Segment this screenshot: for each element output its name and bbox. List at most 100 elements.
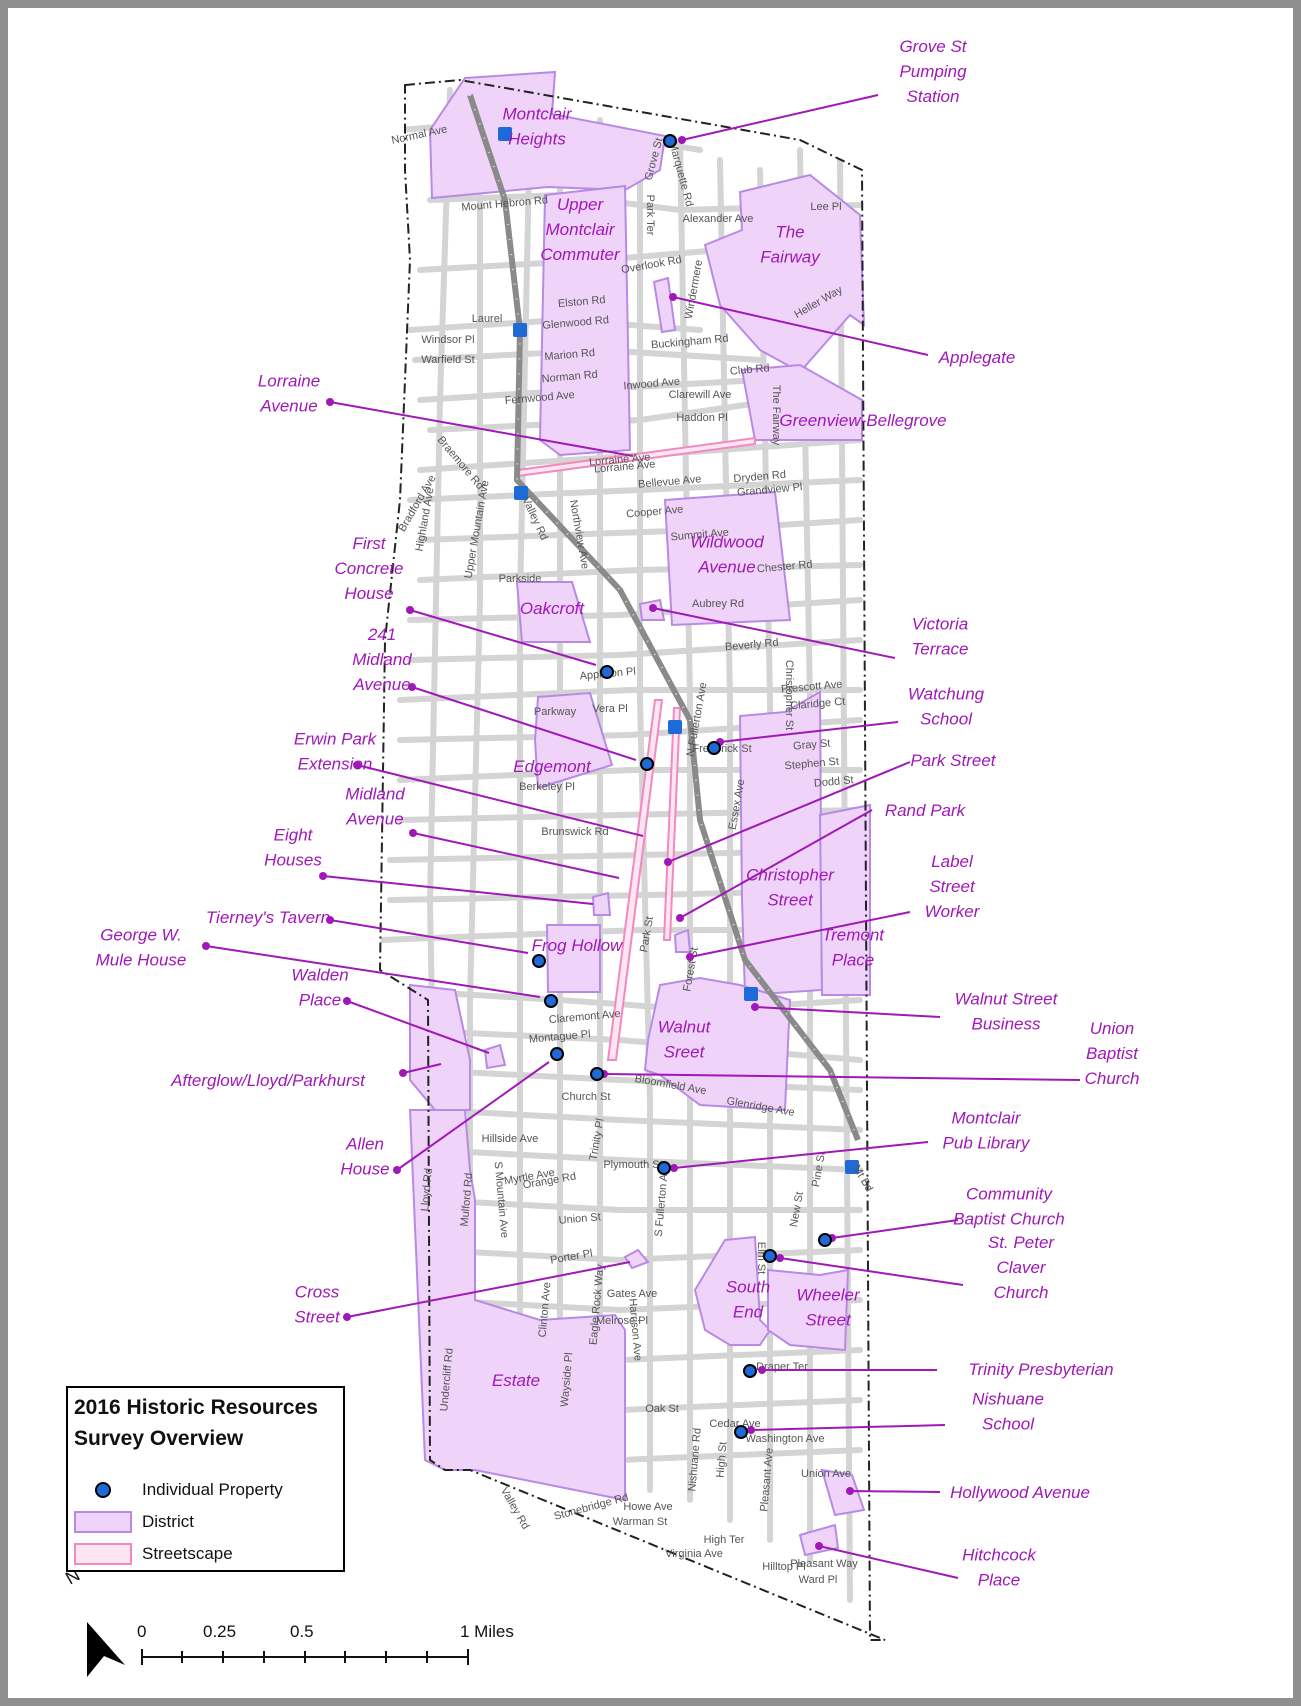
district-tremont-place[interactable]	[818, 803, 871, 996]
district-rand-park[interactable]	[673, 928, 692, 953]
district-frog-hollow[interactable]	[545, 924, 601, 993]
street-label: Alexander Ave	[683, 213, 754, 225]
leader-line-afterglow	[402, 1063, 442, 1074]
callout-label-mule[interactable]: George W.Mule House	[96, 926, 187, 970]
callout-label-frog-hollow[interactable]: Frog Hollow	[532, 936, 624, 955]
individual-property-st-peter[interactable]	[763, 1249, 777, 1263]
district-applegate[interactable]	[652, 276, 677, 334]
callout-line: Commuter	[540, 245, 621, 264]
callout-label-park-street[interactable]: Park Street	[910, 751, 996, 770]
individual-property-grove-st[interactable]	[663, 134, 677, 148]
callout-line: Grove St	[899, 37, 967, 56]
individual-property-first-concrete[interactable]	[600, 665, 614, 679]
street-label: Oak St	[645, 1403, 679, 1415]
callout-label-hollywood[interactable]: Hollywood Avenue	[950, 1483, 1090, 1502]
callout-label-estate[interactable]: Estate	[492, 1371, 540, 1390]
individual-property-allen[interactable]	[550, 1047, 564, 1061]
street-label: Park Ter	[644, 195, 656, 236]
individual-property-union-baptist[interactable]	[590, 1067, 604, 1081]
rail-station-icon[interactable]	[514, 486, 528, 500]
individual-property-library[interactable]	[657, 1161, 671, 1175]
district-walnut[interactable]	[643, 976, 792, 1112]
street-label: Lorraine Ave	[594, 458, 656, 475]
callout-line: Label	[931, 852, 974, 871]
rail-station-icon[interactable]	[498, 127, 512, 141]
street-label: Mulford Rd	[459, 1172, 476, 1227]
rail-station-icon[interactable]	[845, 1160, 859, 1174]
callout-label-applegate[interactable]: Applegate	[938, 348, 1016, 367]
individual-property-nishuane[interactable]	[734, 1425, 748, 1439]
district-hitchcock-place[interactable]	[798, 1523, 840, 1557]
callout-label-afterglow[interactable]: Afterglow/Lloyd/Parkhurst	[170, 1071, 366, 1090]
rail-station-icon[interactable]	[744, 987, 758, 1001]
district-walden-place[interactable]	[483, 1043, 507, 1070]
callout-line: Hollywood Avenue	[950, 1483, 1090, 1502]
callout-label-greenview[interactable]: Greenview-Bellegrove	[779, 411, 946, 430]
street-label: Beverly Rd	[724, 637, 779, 654]
streetscape-park-street[interactable]	[662, 707, 682, 941]
district-eight-houses[interactable]	[591, 891, 612, 916]
district-afterglow[interactable]	[409, 983, 471, 1111]
rail-station-icon[interactable]	[513, 323, 527, 337]
streetscape-midland-avenue[interactable]	[606, 699, 664, 1061]
district-oakcroft[interactable]	[515, 581, 592, 643]
individual-property-watchung[interactable]	[707, 741, 721, 755]
leader-line-tierneys	[329, 919, 529, 954]
district-montclair-heights[interactable]	[428, 70, 667, 200]
individual-property-241-midland[interactable]	[640, 757, 654, 771]
callout-label-trinity[interactable]: Trinity Presbyterian	[968, 1360, 1113, 1379]
district-wheeler-street[interactable]	[767, 1268, 850, 1352]
callout-line: Terrace	[911, 640, 968, 659]
rail-station-icon[interactable]	[668, 720, 682, 734]
street-label: High St	[714, 1441, 729, 1478]
district-cross-street[interactable]	[623, 1248, 650, 1270]
callout-label-oakcroft[interactable]: Oakcroft	[520, 599, 586, 618]
individual-property-community-baptist[interactable]	[818, 1233, 832, 1247]
callout-label-edgemont[interactable]: Edgemont	[513, 757, 592, 776]
callout-line: Walnut Street	[955, 990, 1059, 1009]
district-greenview[interactable]	[740, 363, 863, 441]
street-label: Plymouth St	[603, 1159, 662, 1171]
district-hollywood-avenue[interactable]	[820, 1468, 866, 1517]
legend-title-line1: 2016 Historic Resources	[74, 1396, 318, 1419]
district-wildwood[interactable]	[663, 490, 792, 627]
district-south-end[interactable]	[693, 1235, 772, 1346]
callout-label-rand[interactable]: Rand Park	[885, 801, 967, 820]
district-upper-montclair-commuter[interactable]	[538, 184, 632, 457]
individual-property-mule[interactable]	[544, 994, 558, 1008]
individual-property-tierneys[interactable]	[532, 954, 546, 968]
callout-label-tierneys[interactable]: Tierney's Tavern	[206, 908, 330, 927]
individual-property-trinity[interactable]	[743, 1364, 757, 1378]
leader-dot-erwin	[353, 761, 361, 769]
